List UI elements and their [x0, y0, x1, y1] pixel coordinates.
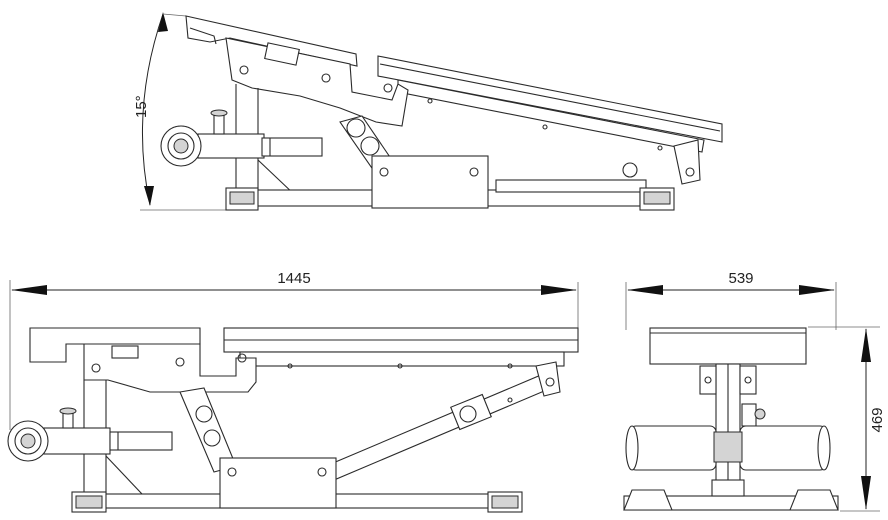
angle-arrow-bottom	[144, 186, 154, 206]
width-arrow-right	[799, 285, 835, 295]
column-bracket-left	[699, 365, 717, 395]
seat-bolt	[239, 65, 249, 75]
plate-bolt	[379, 167, 389, 177]
leg-holder-insert	[261, 137, 323, 157]
roller-right	[739, 425, 827, 471]
strut-pivot	[203, 429, 221, 447]
leg-holder-tube	[197, 133, 265, 159]
seat-pad	[185, 15, 358, 67]
strut-pivot	[346, 118, 366, 138]
angle-arrow-top	[158, 12, 168, 32]
seat-bracket-block	[264, 42, 300, 66]
rear-foot-inner	[491, 495, 519, 509]
seat-bolt	[383, 83, 393, 93]
upright-brace	[105, 455, 143, 495]
seat-pad	[29, 327, 201, 363]
length-arrow-left	[11, 285, 47, 295]
length-arrow-right	[541, 285, 577, 295]
plate-bolt	[469, 167, 479, 177]
roller-left	[629, 425, 717, 471]
pop-pin-knob	[210, 109, 228, 117]
height-arrow-bottom	[861, 476, 871, 510]
seat-bracket-block	[111, 345, 139, 359]
strut-pivot	[360, 136, 380, 156]
front-foot-left	[623, 489, 673, 511]
base-rail	[495, 179, 647, 193]
center-plate	[371, 155, 489, 209]
rear-support-bracket	[673, 139, 701, 185]
center-plate-front	[711, 479, 745, 497]
strut-pivot	[195, 405, 213, 423]
height-arrow-top	[861, 328, 871, 362]
incline-view: 15°	[133, 12, 723, 211]
back-pad	[377, 55, 723, 143]
width-arrow-left	[627, 285, 663, 295]
height-label: 469	[869, 407, 886, 432]
roller-right-end	[817, 425, 831, 471]
rail-bolt	[397, 363, 403, 369]
rail-bolt	[542, 124, 548, 130]
seat-bolt	[237, 353, 247, 363]
front-view: 539 469	[623, 270, 886, 512]
brace-bracket	[535, 361, 561, 397]
pop-pin-body	[213, 113, 225, 135]
rail-bolt	[507, 363, 513, 369]
pop-pin-knob	[754, 408, 766, 420]
seat-pad-edge	[189, 27, 217, 45]
angle-ext-line-top	[162, 13, 187, 17]
brace-bolt	[507, 397, 513, 403]
brace-knob	[459, 405, 477, 423]
roller-center	[20, 433, 36, 449]
length-label: 1445	[277, 270, 310, 287]
seat-bolt	[91, 363, 101, 373]
angle-label: 15°	[133, 95, 150, 118]
roller-hub	[713, 431, 743, 463]
bracket-bolt	[744, 376, 752, 384]
seat-bolt	[321, 73, 331, 83]
plate-bolt	[317, 467, 327, 477]
rear-roller	[622, 162, 638, 178]
pop-pin-knob	[59, 407, 77, 415]
pop-pin-side	[741, 403, 757, 427]
center-plate	[219, 457, 337, 509]
rear-foot-inner	[643, 191, 671, 205]
roller-center	[173, 138, 189, 154]
diagonal-brace	[325, 371, 557, 481]
roller-left-end	[625, 425, 639, 471]
flat-side-view: 1445	[7, 270, 579, 513]
front-foot-right	[789, 489, 839, 511]
rear-bolt	[685, 167, 695, 177]
angle-dimension-arc	[141, 13, 164, 206]
leg-holder-tube	[43, 427, 111, 455]
leg-holder-insert	[109, 431, 173, 451]
plate-bolt	[227, 467, 237, 477]
front-foot-inner	[229, 191, 255, 205]
rail-bolt	[427, 98, 433, 104]
back-pad-seam	[379, 63, 721, 132]
brace-bolt	[545, 377, 555, 387]
bracket-bolt	[704, 376, 712, 384]
seat-bolt	[175, 357, 185, 367]
width-label: 539	[728, 270, 753, 287]
rail-bolt	[287, 363, 293, 369]
rail-bolt	[657, 145, 663, 151]
front-foot-inner	[75, 495, 103, 509]
column-bracket-right	[739, 365, 757, 395]
